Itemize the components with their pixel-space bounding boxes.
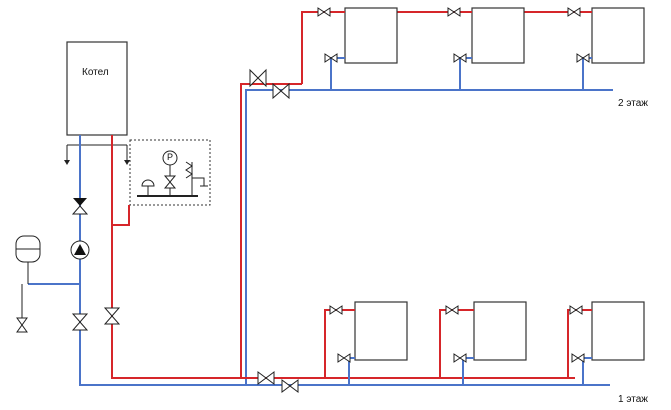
return-shutoff-icon [71, 313, 89, 323]
safety-group-box [129, 139, 211, 206]
floor1-supply [241, 309, 335, 379]
radiator [354, 301, 408, 361]
radiator [473, 301, 527, 361]
supply-riser [240, 83, 302, 378]
floor1-radiators [329, 301, 645, 385]
supply-main [111, 225, 241, 379]
radiator [591, 7, 645, 64]
safety-valve-icon [185, 161, 193, 179]
floor2-radiators [317, 7, 645, 90]
riser-valve-icon [249, 68, 259, 88]
boiler [66, 41, 128, 136]
drain-valve-icon [16, 317, 28, 326]
radiator [471, 7, 525, 64]
floor2-label: 2 этаж [618, 98, 648, 109]
air-vent-icon [141, 179, 155, 187]
return-riser [245, 89, 613, 385]
supply-shutoff-icon [103, 307, 121, 317]
floor1-label: 1 этаж [618, 394, 648, 405]
check-valve-icon [73, 198, 87, 206]
pressure-gauge-icon [162, 150, 178, 166]
gauge-label: P [167, 152, 174, 162]
supply-to-safety [111, 135, 130, 226]
radiator [591, 301, 645, 361]
floor1-valve-icon [257, 371, 267, 385]
return-main [79, 135, 246, 386]
boiler-label: Котел [82, 67, 109, 78]
safety-group [129, 139, 211, 206]
radiator [344, 7, 398, 64]
